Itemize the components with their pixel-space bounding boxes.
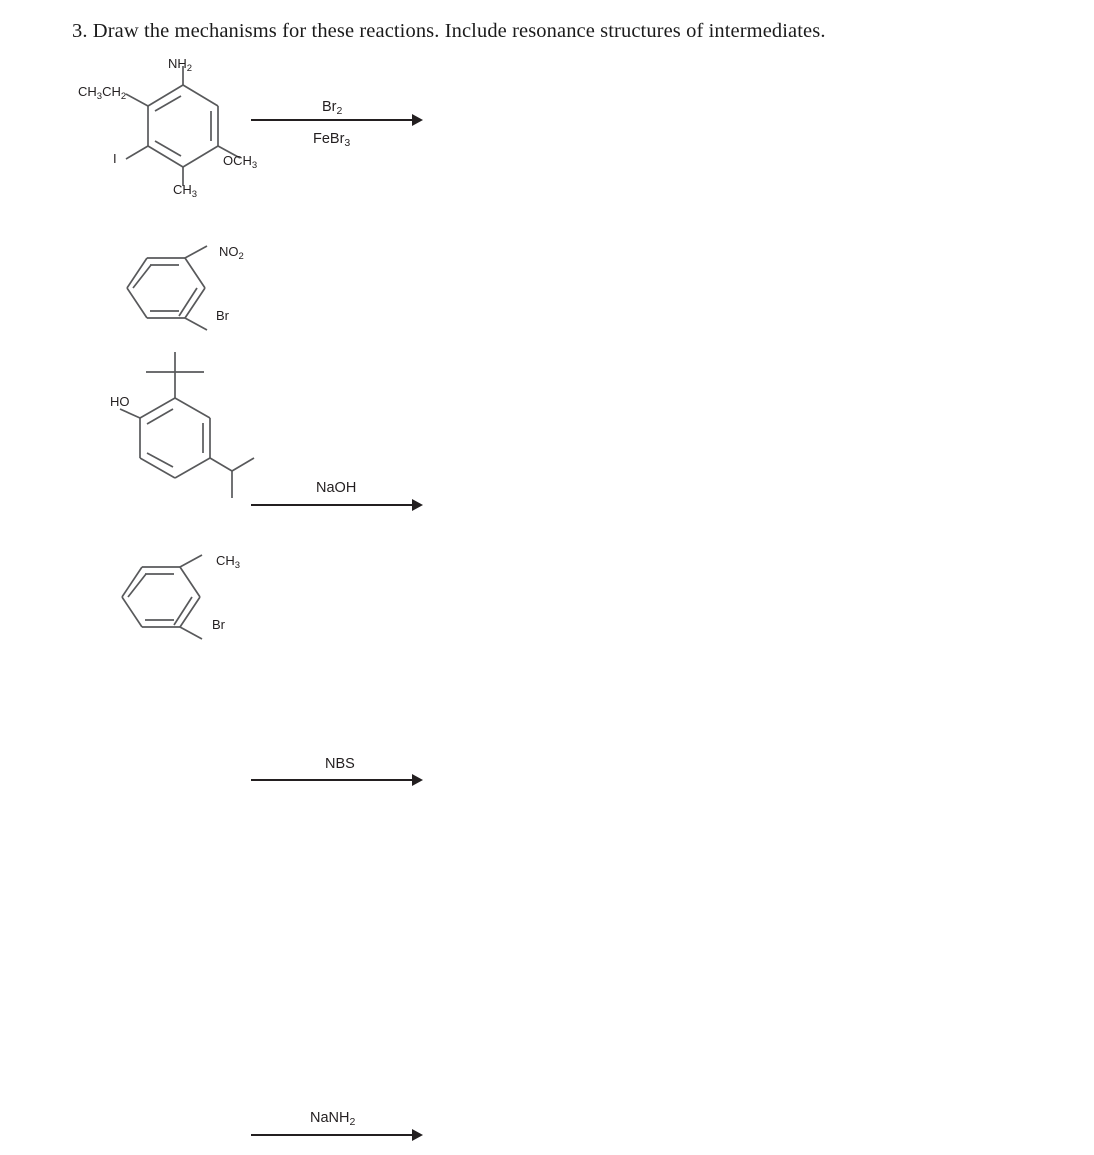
atom-label-methyl-4: CH3 bbox=[216, 553, 241, 571]
atom-label-methoxy: OCH3 bbox=[223, 153, 258, 171]
reaction-4-structure bbox=[121, 554, 203, 640]
reaction-2-structure bbox=[126, 245, 208, 331]
reagent-above-4: NaNH2 bbox=[310, 1110, 356, 1128]
reaction-arrow-3 bbox=[251, 774, 423, 786]
reagent-above-3: NBS bbox=[325, 756, 355, 772]
bond-to-methoxy bbox=[217, 145, 241, 159]
atom-label-methyl: CH3 bbox=[173, 182, 198, 200]
reaction-scheme-3: HO NBS bbox=[0, 350, 460, 786]
isopropyl-methyl-a bbox=[231, 457, 255, 472]
reagent-above-1: Br2 bbox=[322, 99, 343, 117]
atom-label-iodine: I bbox=[113, 151, 117, 166]
bond-to-bromine-4 bbox=[179, 626, 203, 640]
bond-to-bromine bbox=[184, 317, 208, 331]
reagent-below-1: FeBr3 bbox=[313, 131, 351, 149]
bond-to-methyl-4 bbox=[179, 554, 203, 568]
atom-label-hydroxyl: HO bbox=[110, 394, 130, 409]
page-title: 3. Draw the mechanisms for these reactio… bbox=[72, 20, 826, 42]
atom-label-ethyl: CH3CH2 bbox=[78, 84, 127, 102]
document-page: 3. Draw the mechanisms for these reactio… bbox=[0, 0, 826, 1141]
benzene-ring-2 bbox=[126, 257, 206, 319]
benzene-ring-4 bbox=[121, 566, 201, 628]
reagent-above-2: NaOH bbox=[316, 480, 357, 496]
benzene-ring-3 bbox=[139, 397, 211, 479]
reaction-scheme-4: CH3 Br NaNH2 bbox=[0, 545, 460, 1141]
bond-to-iodine bbox=[125, 145, 149, 160]
reaction-scheme-2: NO2 Br NaOH bbox=[0, 230, 460, 511]
bond-to-nitro bbox=[184, 245, 208, 259]
atom-label-bromine: Br bbox=[216, 308, 229, 323]
reaction-1-structure bbox=[125, 66, 241, 186]
atom-label-bromine-4: Br bbox=[212, 617, 225, 632]
bond-to-hydroxyl bbox=[119, 408, 141, 419]
reaction-scheme-1: NH2 CH3CH2 I CH3 OCH3 Br2 FeBr3 bbox=[0, 0, 460, 215]
benzene-ring-1 bbox=[147, 84, 219, 168]
atom-label-nitro: NO2 bbox=[219, 244, 244, 262]
atom-label-nh2: NH2 bbox=[168, 56, 193, 74]
reaction-arrow-1 bbox=[251, 114, 423, 126]
reaction-arrow-4 bbox=[251, 1129, 423, 1141]
bond-to-ethyl bbox=[125, 93, 149, 107]
reaction-arrow-2 bbox=[251, 499, 423, 511]
reaction-3-structure bbox=[119, 352, 255, 498]
bond-to-isopropyl-ch bbox=[209, 457, 233, 472]
